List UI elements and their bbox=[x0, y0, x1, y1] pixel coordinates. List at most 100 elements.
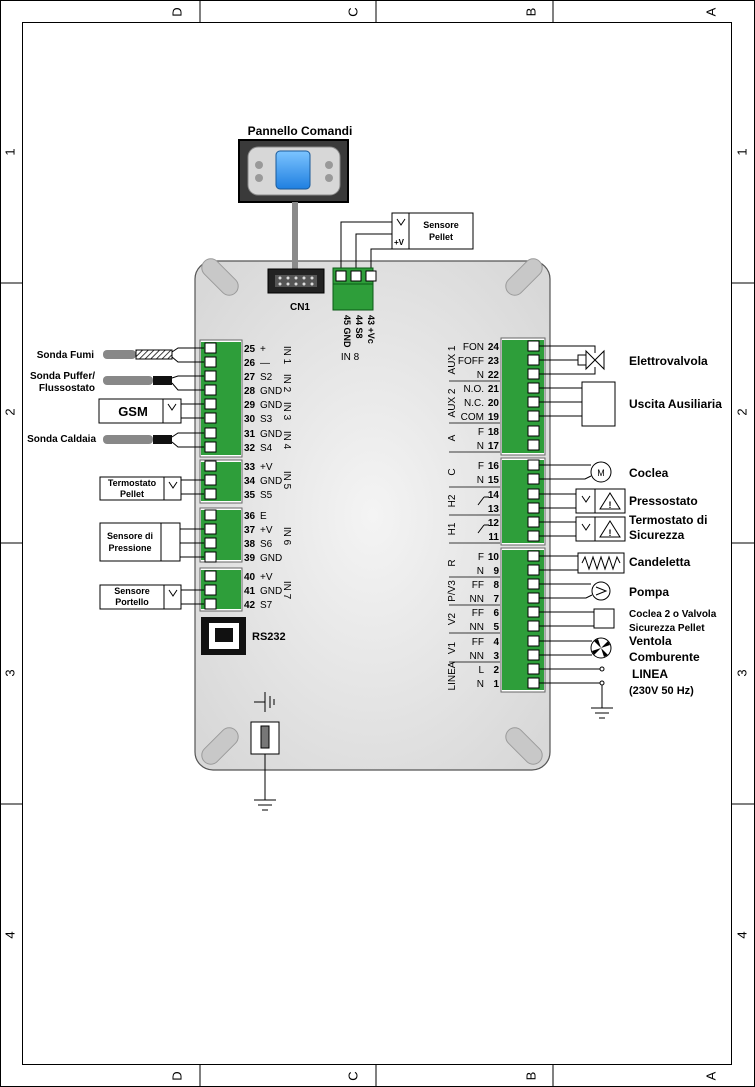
line-terminal bbox=[599, 666, 605, 672]
right-terminal-sig: F bbox=[478, 427, 484, 438]
right-terminal-num: 2 bbox=[493, 665, 499, 676]
left-terminal-num: 25 bbox=[244, 344, 256, 355]
left-terminal-sig: +V bbox=[260, 462, 273, 473]
terminal-screw bbox=[527, 425, 540, 437]
left-terminal-strip bbox=[229, 462, 241, 501]
cn1-connector bbox=[267, 268, 325, 294]
left-terminal-num: 28 bbox=[244, 386, 256, 397]
left-terminal-sig: GND bbox=[260, 553, 282, 564]
ground-icon bbox=[591, 684, 613, 719]
termostato-label-2: Sicurezza bbox=[629, 528, 685, 542]
cn1-pin bbox=[302, 276, 306, 280]
uscita-label: Uscita Ausiliaria bbox=[629, 397, 722, 411]
left-terminal-sig: +V bbox=[260, 572, 273, 583]
left-group-label: IN 1 bbox=[281, 346, 292, 365]
left-terminal-strip bbox=[229, 570, 241, 609]
terminal-screw bbox=[204, 460, 217, 472]
terminal-screw bbox=[204, 551, 217, 563]
terminal-screw bbox=[527, 530, 540, 542]
left-terminal-num: 33 bbox=[244, 462, 256, 473]
right-terminal-num: 22 bbox=[488, 370, 500, 381]
frame-number-left: 1 bbox=[2, 148, 17, 155]
linea-label-2: (230V 50 Hz) bbox=[629, 685, 694, 697]
terminal-screw bbox=[527, 340, 540, 352]
right-terminal-sig: NN bbox=[470, 622, 484, 633]
panel-cable bbox=[292, 202, 298, 270]
pompa-label: Pompa bbox=[629, 585, 669, 599]
right-group-label: H1 bbox=[447, 522, 458, 535]
terminal-screw bbox=[527, 649, 540, 661]
right-terminal-sig: FF bbox=[472, 637, 484, 648]
left-terminal-sig: S2 bbox=[260, 372, 273, 383]
cn1-pin bbox=[302, 282, 306, 286]
left-terminal-num: 29 bbox=[244, 400, 256, 411]
coclea-label: Coclea bbox=[629, 466, 669, 480]
termostato-pellet-box bbox=[99, 476, 182, 501]
right-terminal-num: 4 bbox=[493, 637, 499, 648]
right-terminal-sig: NN bbox=[470, 594, 484, 605]
ventola-label-1: Ventola bbox=[629, 634, 672, 648]
frame-letter-top: A bbox=[703, 7, 718, 16]
terminal-screw bbox=[527, 516, 540, 528]
terminal-screw bbox=[527, 564, 540, 576]
left-group-label: IN 5 bbox=[281, 471, 292, 490]
elettrovalvola-label: Elettrovalvola bbox=[629, 354, 708, 368]
left-terminal-sig: GND bbox=[260, 586, 282, 597]
terminal-screw bbox=[527, 550, 540, 562]
right-terminal-num: 10 bbox=[488, 552, 500, 563]
right-terminal-sig: N bbox=[477, 441, 484, 452]
right-terminal-strip bbox=[502, 460, 516, 543]
sensore-pressione-label: Pressione bbox=[108, 543, 151, 553]
cn1-label: CN1 bbox=[290, 302, 310, 313]
left-terminal-num: 35 bbox=[244, 490, 256, 501]
terminal-screw bbox=[204, 488, 217, 500]
pressostato-label: Pressostato bbox=[629, 494, 698, 508]
left-group-label: IN 4 bbox=[281, 431, 292, 450]
right-terminal-num: 18 bbox=[488, 427, 500, 438]
pellet-sensor-label2: Pellet bbox=[429, 232, 453, 242]
frame-number-left: 2 bbox=[2, 408, 17, 415]
right-terminal-num: 16 bbox=[488, 461, 500, 472]
cn1-pin bbox=[294, 282, 298, 286]
right-terminal-sig: L bbox=[478, 665, 484, 676]
terminal-screw bbox=[204, 427, 217, 439]
left-terminal-sig: S4 bbox=[260, 443, 273, 454]
left-terminal-num: 31 bbox=[244, 429, 256, 440]
terminal-screw bbox=[527, 382, 540, 394]
left-terminal-sig: S7 bbox=[260, 600, 273, 611]
ventola-label-2: Comburente bbox=[629, 650, 700, 664]
left-terminal-strip bbox=[229, 342, 241, 455]
frame-number-right: 2 bbox=[734, 408, 749, 415]
left-terminal-sig: GND bbox=[260, 386, 282, 397]
right-terminal-sig: COM bbox=[461, 412, 484, 423]
terminal-screw bbox=[204, 523, 217, 535]
left-terminal-num: 40 bbox=[244, 572, 256, 583]
terminal-screw bbox=[527, 410, 540, 422]
left-terminal-sig: + bbox=[260, 344, 266, 355]
terminal-screw bbox=[527, 663, 540, 675]
terminal-screw bbox=[365, 270, 377, 282]
right-terminal-strip bbox=[502, 340, 516, 453]
terminal-screw bbox=[527, 439, 540, 451]
right-group-label: P/V3 bbox=[447, 580, 458, 602]
termostato-pellet-label: Termostato bbox=[108, 478, 157, 488]
coclea2-box bbox=[593, 608, 615, 629]
sensore-pressione-label: Sensore di bbox=[107, 531, 153, 541]
right-terminal-num: 5 bbox=[493, 622, 499, 633]
top-terminal-body bbox=[332, 283, 374, 311]
right-group-label: H2 bbox=[447, 494, 458, 507]
left-terminal-num: 39 bbox=[244, 553, 256, 564]
cn1-pin bbox=[278, 282, 282, 286]
terminal-screw bbox=[204, 584, 217, 596]
cn1-pin bbox=[286, 282, 290, 286]
terminal-screw bbox=[204, 356, 217, 368]
left-terminal-num: 42 bbox=[244, 600, 256, 611]
sensore-pressione-box bbox=[99, 522, 181, 562]
terminal-screw bbox=[527, 635, 540, 647]
terminal-screw bbox=[204, 598, 217, 610]
gsm-label: GSM bbox=[118, 404, 148, 419]
switch-icon bbox=[168, 481, 178, 489]
motor-icon bbox=[590, 461, 612, 483]
right-group-label: AUX 2 bbox=[447, 388, 458, 417]
